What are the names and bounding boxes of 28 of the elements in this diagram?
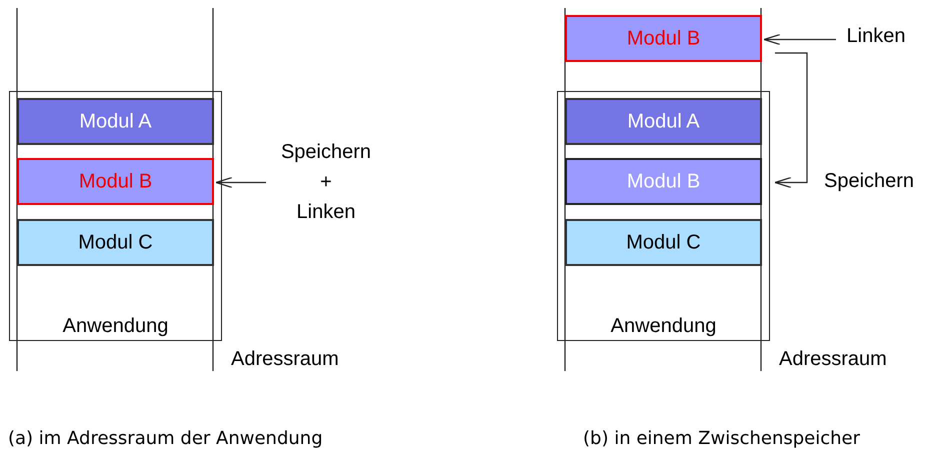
module-box	[565, 98, 762, 145]
module-name: Modul A	[626, 110, 701, 133]
arrow	[763, 34, 836, 46]
address-space-label: Adressraum	[779, 348, 887, 371]
module-name: Modul B	[626, 27, 702, 50]
module-name: Modul A	[78, 110, 153, 133]
module-box	[17, 219, 214, 266]
arrow	[215, 176, 266, 188]
subfigure-caption: (b) in einem Zwischenspeicher	[583, 428, 860, 449]
module-box	[565, 15, 762, 62]
module-box	[17, 158, 214, 205]
module-name: Modul C	[625, 231, 702, 254]
arrow	[774, 52, 808, 188]
module-box	[17, 98, 214, 145]
module-name: Modul C	[77, 231, 154, 254]
frame-label: Anwendung	[62, 315, 170, 338]
address-space-label: Adressraum	[231, 348, 339, 371]
module-box	[565, 158, 762, 205]
annotation-text: Linken	[846, 25, 906, 48]
edge-label: Speichern	[824, 170, 914, 192]
module-name: Modul B	[626, 170, 702, 193]
subfigure-caption: (a) im Adressraum der Anwendung	[8, 428, 323, 449]
frame-label: Anwendung	[610, 315, 718, 338]
module-box	[565, 219, 762, 266]
module-name: Modul B	[78, 170, 154, 193]
application-frame	[557, 91, 770, 341]
annotation-text: Speichern + Linken	[280, 140, 372, 225]
application-frame	[9, 91, 222, 341]
